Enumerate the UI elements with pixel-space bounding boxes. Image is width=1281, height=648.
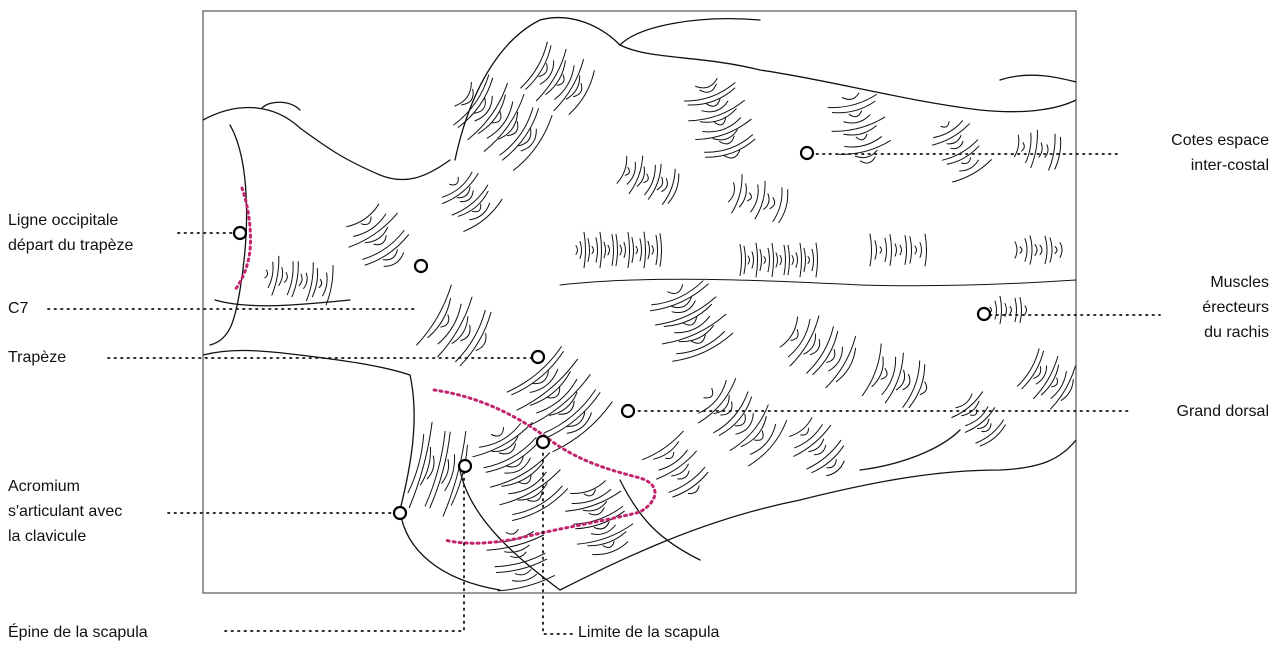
label-c7: C7 <box>8 296 28 321</box>
label-grand-dorsal: Grand dorsal <box>1177 399 1270 424</box>
label-limite-scapula: Limite de la scapula <box>578 620 719 645</box>
marker-cotes <box>801 147 813 159</box>
label-trapeze: Trapèze <box>8 345 66 370</box>
label-acromium: Acromium s'articulant avec la clavicule <box>8 474 122 549</box>
marker-ligne-occipitale <box>234 227 246 239</box>
label-epine-scapula: Épine de la scapula <box>8 620 148 645</box>
marker-grand-dorsal <box>622 405 634 417</box>
marker-limite-scapula <box>537 436 549 448</box>
label-cotes: Cotes espace inter-costal <box>1171 128 1269 178</box>
label-muscles-erecteurs: Muscles érecteurs du rachis <box>1202 270 1269 345</box>
marker-acromium <box>394 507 406 519</box>
marker-muscles-erecteurs <box>978 308 990 320</box>
marker-epine-scapula <box>459 460 471 472</box>
marker-trapeze <box>532 351 544 363</box>
label-ligne-occipitale: Ligne occipitale départ du trapèze <box>8 208 133 258</box>
marker-c7 <box>415 260 427 272</box>
